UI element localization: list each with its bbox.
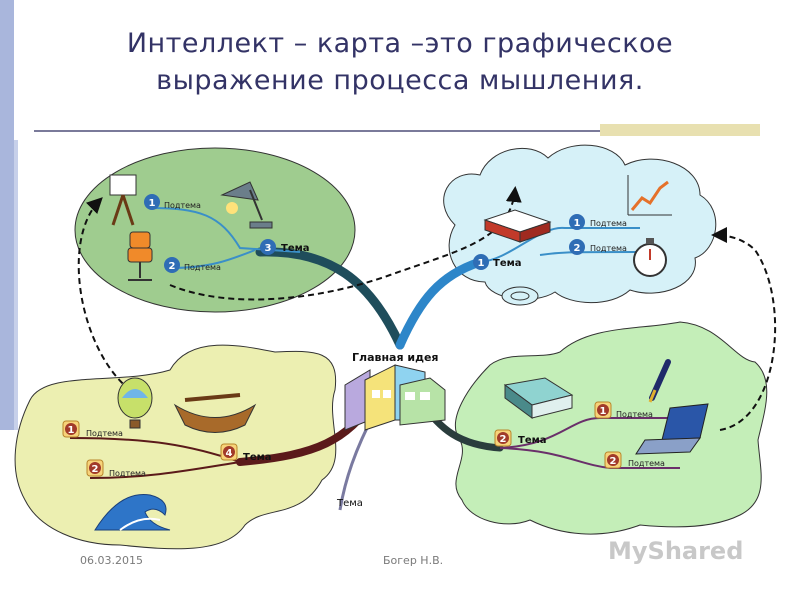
badge-bottom-left-1: 1 <box>62 420 80 438</box>
title-divider <box>34 130 601 132</box>
svg-text:1: 1 <box>600 406 607 417</box>
badge-top-right-2: 2 <box>569 239 585 255</box>
badge-bottom-right-1: 1 <box>594 401 612 419</box>
svg-text:1: 1 <box>149 198 156 209</box>
subtopic-label: Подтема <box>164 201 201 210</box>
left-accent-bar-inner <box>14 140 18 430</box>
slide-title: Интеллект – карта –это графическое выраж… <box>70 25 730 99</box>
topic-label: Тема <box>518 435 547 446</box>
svg-text:1: 1 <box>574 218 581 229</box>
pen-icon <box>648 359 671 403</box>
growth-chart-icon <box>627 175 672 216</box>
badge-bottom-left-main: 4 <box>220 443 238 461</box>
footer-date: 06.03.2015 <box>80 554 143 567</box>
chair-icon <box>127 231 153 281</box>
title-line-1: Интеллект – карта –это графическое <box>126 28 674 59</box>
subtopic-label: Подтема <box>616 410 653 419</box>
book-icon <box>483 209 552 243</box>
svg-text:2: 2 <box>169 261 176 272</box>
topic-label: Тема <box>336 498 363 509</box>
branch-top-left <box>255 247 405 350</box>
svg-text:2: 2 <box>92 464 99 475</box>
svg-text:3: 3 <box>265 243 272 254</box>
svg-text:2: 2 <box>500 434 507 445</box>
dashed-link-3 <box>711 227 777 431</box>
zone-bottom-right <box>454 321 768 535</box>
wave-icon <box>94 493 171 531</box>
subtopic-label: Подтема <box>86 429 123 438</box>
zone-bottom-left <box>14 344 337 550</box>
title-line-2: выражение процесса мышления. <box>156 65 644 96</box>
title-divider-accent <box>600 124 760 136</box>
subtopic-label: Подтема <box>590 244 627 253</box>
subtopic-label: Подтема <box>109 469 146 478</box>
badge-top-left-1: 1 <box>144 194 160 210</box>
left-accent-bar <box>0 0 14 430</box>
topic-label: Тема <box>281 243 310 254</box>
laptop-icon <box>635 403 709 455</box>
watermark-logo: MyShared <box>608 537 743 565</box>
dashed-link-2 <box>77 197 131 391</box>
topic-label: Тема <box>493 258 522 269</box>
stopwatch-icon <box>633 238 667 277</box>
lamp-icon <box>220 181 273 229</box>
central-building-icon <box>344 364 446 431</box>
watermark-text: MyShared <box>608 537 744 565</box>
cloud-bubble <box>501 286 539 306</box>
badge-bottom-right-2: 2 <box>604 451 622 469</box>
svg-text:2: 2 <box>574 243 581 254</box>
svg-text:1: 1 <box>478 258 485 269</box>
topic-label: Тема <box>243 452 272 463</box>
central-idea-label: Главная идея <box>352 351 438 364</box>
badge-top-left-3: 3 <box>260 239 276 255</box>
badge-bottom-right-main: 2 <box>494 429 512 447</box>
footer-author: Богер Н.В. <box>383 554 444 567</box>
subtopic-label: Подтема <box>628 459 665 468</box>
easel-icon <box>109 174 137 226</box>
hot-air-balloon-icon <box>117 377 153 429</box>
svg-text:1: 1 <box>68 425 75 436</box>
textbook-icon <box>503 377 574 419</box>
branch-top-right <box>395 257 485 350</box>
subtopic-label: Подтема <box>590 219 627 228</box>
badge-top-right-main: 1 <box>473 254 489 270</box>
svg-text:2: 2 <box>610 456 617 467</box>
boat-icon <box>173 393 257 433</box>
badge-top-left-2: 2 <box>164 257 180 273</box>
subtopic-label: Подтема <box>184 263 221 272</box>
svg-text:4: 4 <box>226 448 233 459</box>
badge-bottom-left-2: 2 <box>86 459 104 477</box>
zone-top-left <box>74 147 356 313</box>
badge-top-right-1: 1 <box>569 214 585 230</box>
